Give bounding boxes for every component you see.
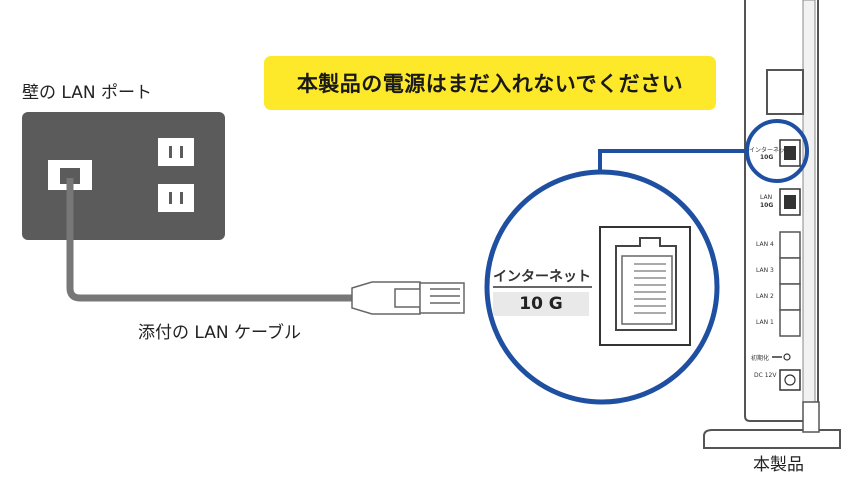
device-lan1-label: LAN 1 (756, 319, 774, 326)
device-internet-label: インターネット (749, 147, 792, 154)
lan-cable (66, 178, 360, 302)
device-lan-label: LAN (760, 194, 773, 201)
device-lan2-label: LAN 2 (756, 293, 774, 300)
power-outlet-bottom (158, 184, 194, 212)
wall-plate (22, 112, 225, 240)
power-outlet-top (158, 138, 194, 166)
lan-plug (351, 281, 465, 315)
device-init-label: 初期化 (751, 355, 770, 362)
device-internet-speed: 10G (760, 154, 774, 161)
device-lan3-label: LAN 3 (756, 267, 774, 274)
device-lan4-label: LAN 4 (756, 241, 774, 248)
device-lan-speed: 10G (760, 202, 774, 209)
zoom-callout (484, 169, 720, 405)
wall-port-label: 壁の LAN ポート (22, 83, 153, 103)
router-device (703, 0, 841, 449)
product-label: 本製品 (753, 455, 804, 475)
zoom-speed-label: 10 G (493, 292, 589, 316)
cable-label: 添付の LAN ケーブル (138, 323, 301, 343)
zoom-internet-label: インターネット (493, 269, 591, 285)
warning-banner: 本製品の電源はまだ入れないでください (264, 56, 716, 110)
device-dc-label: DC 12V (754, 372, 777, 379)
